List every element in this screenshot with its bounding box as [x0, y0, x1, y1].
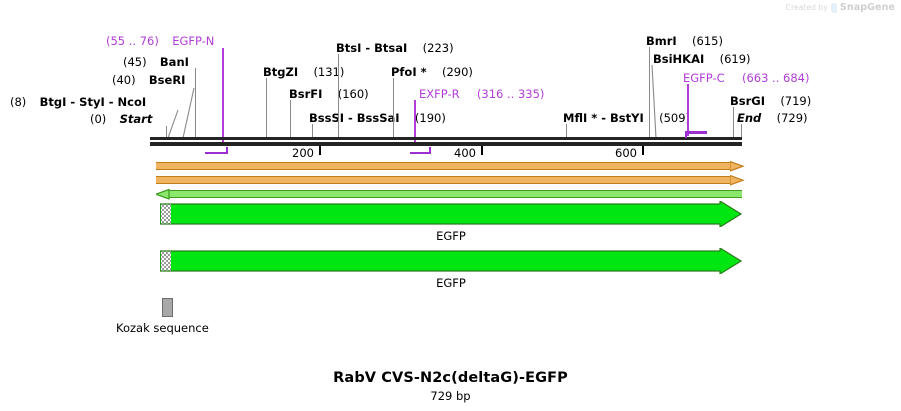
- primer-bracket-egfp-n[interactable]: [205, 147, 228, 154]
- site-label-end[interactable]: End (729): [737, 111, 808, 125]
- orf-arrow-forward-1[interactable]: [156, 160, 745, 172]
- ruler-tick-200: [319, 146, 321, 155]
- watermark-brand-text: SnapGene: [839, 2, 895, 13]
- ruler-tick-400: [481, 146, 483, 155]
- primer-bracket-exfp-r[interactable]: [410, 147, 431, 154]
- ruler-label-400: 400: [454, 146, 476, 160]
- backbone-bottom-strand: [150, 142, 742, 146]
- feature-label-egfp-2: EGFP: [436, 276, 466, 290]
- primer-label-egfp-c[interactable]: EGFP-C (663 .. 684): [683, 71, 810, 85]
- site-label-bsihkai[interactable]: BsiHKAI (619): [653, 52, 751, 66]
- primer-bracket-egfp-c-tick: [685, 131, 687, 138]
- ruler-label-200: 200: [292, 146, 314, 160]
- page-title: RabV CVS-N2c(deltaG)-EGFP: [333, 370, 568, 386]
- snapgene-logo-icon: [830, 2, 837, 13]
- orf-arrow-reverse-1[interactable]: [156, 188, 742, 200]
- leader-line-bmri: [649, 47, 650, 138]
- feature-egfp-2[interactable]: [160, 248, 742, 274]
- site-label-bseri[interactable]: (40) BseRI: [112, 73, 186, 87]
- site-label-btgzi[interactable]: BtgZI (131): [263, 65, 345, 79]
- orf-arrow-reverse-1-head: [156, 188, 170, 200]
- leader-line-bsihkai: [651, 65, 659, 138]
- site-label-bsssi-bsssai[interactable]: BssSI - BssSaI (190): [309, 111, 446, 125]
- snapgene-watermark: Created by SnapGene: [786, 2, 895, 13]
- sequence-backbone[interactable]: [150, 137, 742, 147]
- orf-arrow-forward-1-shaft: [156, 162, 731, 170]
- ruler-label-600: 600: [615, 146, 637, 160]
- site-label-start[interactable]: (0) Start: [90, 112, 153, 126]
- leader-line-btsi: [338, 54, 339, 138]
- leader-line-egfp-c: [687, 84, 689, 136]
- site-label-bmri[interactable]: BmrI (615): [646, 34, 723, 48]
- leader-line-end: [741, 124, 742, 138]
- leader-line-egfp-n: [222, 48, 224, 144]
- leader-line-bani: [195, 68, 196, 138]
- primer-bracket-egfp-c[interactable]: [685, 131, 707, 138]
- leader-line-bsssi: [312, 124, 313, 138]
- primer-bracket-egfp-n-tick: [226, 147, 228, 154]
- site-label-btgi-styi-ncoi[interactable]: (8) BtgI - StyI - NcoI: [10, 95, 147, 109]
- orf-arrow-forward-2-shaft: [156, 176, 731, 184]
- plasmid-title-block: RabV CVS-N2c(deltaG)-EGFP 729 bp: [0, 370, 901, 403]
- orf-arrow-reverse-1-shaft: [167, 190, 742, 198]
- feature-label-kozak-sequence: Kozak sequence: [116, 321, 209, 335]
- leader-line-btgzi: [266, 78, 267, 138]
- orf-arrow-forward-1-head: [730, 160, 745, 172]
- orf-arrow-forward-2[interactable]: [156, 174, 745, 186]
- site-label-pfoi[interactable]: PfoI * (290): [391, 65, 473, 79]
- leader-line-pfoi: [393, 78, 394, 138]
- primer-bracket-exfp-r-line: [410, 151, 431, 154]
- leader-line-bsrfi: [290, 100, 291, 138]
- feature-egfp-1[interactable]: [160, 201, 742, 227]
- primer-bracket-egfp-n-line: [205, 151, 228, 154]
- leader-line-bsrgi: [733, 107, 734, 138]
- site-label-bsrfi[interactable]: BsrFI (160): [289, 87, 369, 101]
- site-label-btsi-btsai[interactable]: BtsI - BtsaI (223): [336, 41, 454, 55]
- backbone-top-strand: [150, 137, 742, 140]
- ruler-tick-600: [642, 146, 644, 155]
- leader-line-mfli: [566, 124, 567, 138]
- site-label-mfli-bstyi[interactable]: MflI * - BstYI (509): [563, 111, 691, 125]
- site-label-bani[interactable]: (45) BanI: [123, 55, 189, 69]
- leader-line-btgi: [167, 110, 179, 138]
- watermark-created-by-text: Created by: [785, 3, 828, 12]
- orf-arrow-forward-2-head: [730, 174, 745, 186]
- primer-bracket-egfp-c-line: [685, 131, 707, 134]
- primer-bracket-exfp-r-tick: [429, 147, 431, 154]
- primer-label-exfp-r[interactable]: EXFP-R (316 .. 335): [419, 87, 545, 101]
- feature-kozak-sequence[interactable]: [162, 298, 173, 317]
- site-label-bsrgi[interactable]: BsrGI (719): [730, 94, 812, 108]
- plasmid-size-label: 729 bp: [430, 389, 471, 403]
- leader-line-exfp-r: [414, 100, 416, 144]
- feature-label-egfp-1: EGFP: [436, 229, 466, 243]
- leader-line-start: [166, 126, 167, 138]
- leader-line-bseri: [182, 88, 196, 138]
- primer-label-egfp-n[interactable]: (55 .. 76) EGFP-N: [106, 34, 215, 48]
